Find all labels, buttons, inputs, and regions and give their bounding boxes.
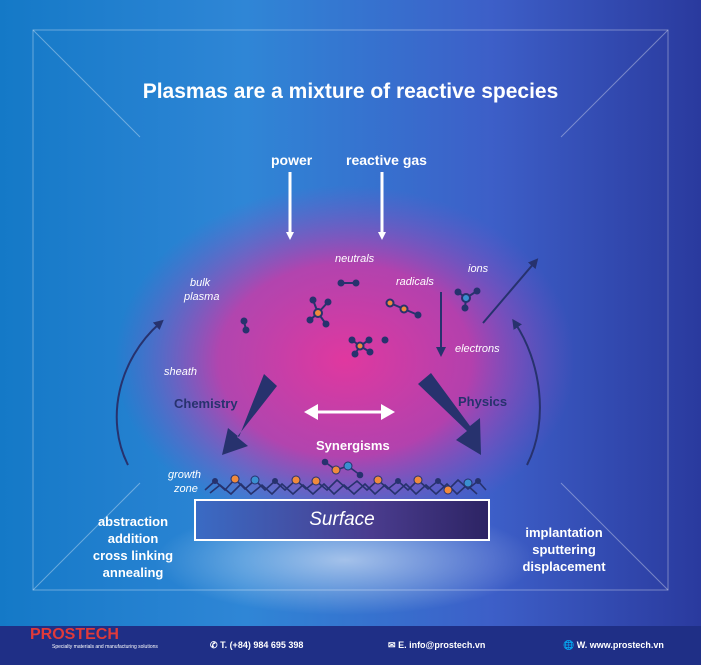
chemistry-effects: abstraction addition cross linking annea… xyxy=(88,513,178,581)
physics-label: Physics xyxy=(458,394,508,409)
chemistry-effect-item: abstraction xyxy=(97,514,169,529)
phone-contact: ✆ T. (+84) 984 695 398 xyxy=(210,640,303,651)
physics-effect-item: displacement xyxy=(522,559,606,574)
chemistry-effect-item: addition xyxy=(107,531,159,546)
email-text: E. info@prostech.vn xyxy=(398,640,486,650)
electrons-label: electrons xyxy=(455,343,500,355)
species-arrows xyxy=(436,258,539,357)
surface-box: Surface xyxy=(194,499,490,541)
plasma-label: plasma xyxy=(184,291,220,303)
bulk-label: bulk xyxy=(190,277,211,289)
physics-effect-item: implantation xyxy=(525,525,603,540)
email-contact[interactable]: ✉ E. info@prostech.vn xyxy=(388,640,485,651)
sheath-arrows xyxy=(115,318,541,466)
input-arrows xyxy=(286,172,386,240)
mechanism-arrows xyxy=(222,373,481,455)
chemistry-effect-item: cross linking xyxy=(92,548,174,563)
neutrals-label: neutrals xyxy=(335,253,375,265)
power-label: power xyxy=(271,152,313,168)
synergism-arrow xyxy=(304,404,395,420)
growth-label: growth xyxy=(168,469,202,481)
brand-logo: PROSTECH xyxy=(30,626,119,643)
sheath-label: sheath xyxy=(164,366,198,378)
radicals-label: radicals xyxy=(396,276,434,288)
web-contact[interactable]: 🌐 W. www.prostech.vn xyxy=(563,640,664,651)
growth-zone-atoms xyxy=(212,461,481,495)
reactive-gas-label: reactive gas xyxy=(346,152,427,168)
footer-bar xyxy=(0,626,701,665)
zone-label: zone xyxy=(174,483,198,495)
synergisms-label: Synergisms xyxy=(316,438,390,453)
mail-icon: ✉ xyxy=(388,640,396,650)
web-text: W. www.prostech.vn xyxy=(576,640,664,650)
chemistry-effect-item: annealing xyxy=(102,565,164,580)
globe-icon: 🌐 xyxy=(563,640,575,650)
brand-tagline: Specialty materials and manufacturing so… xyxy=(52,644,158,650)
physics-effects: implantation sputtering displacement xyxy=(514,524,614,575)
physics-effect-item: sputtering xyxy=(532,542,596,557)
diagram-title: Plasmas are a mixture of reactive specie… xyxy=(142,80,559,103)
ions-label: ions xyxy=(468,263,489,275)
phone-text: T. (+84) 984 695 398 xyxy=(220,640,304,650)
plasma-molecules xyxy=(240,279,481,358)
chemistry-label: Chemistry xyxy=(174,396,238,411)
phone-icon: ✆ xyxy=(210,640,218,650)
